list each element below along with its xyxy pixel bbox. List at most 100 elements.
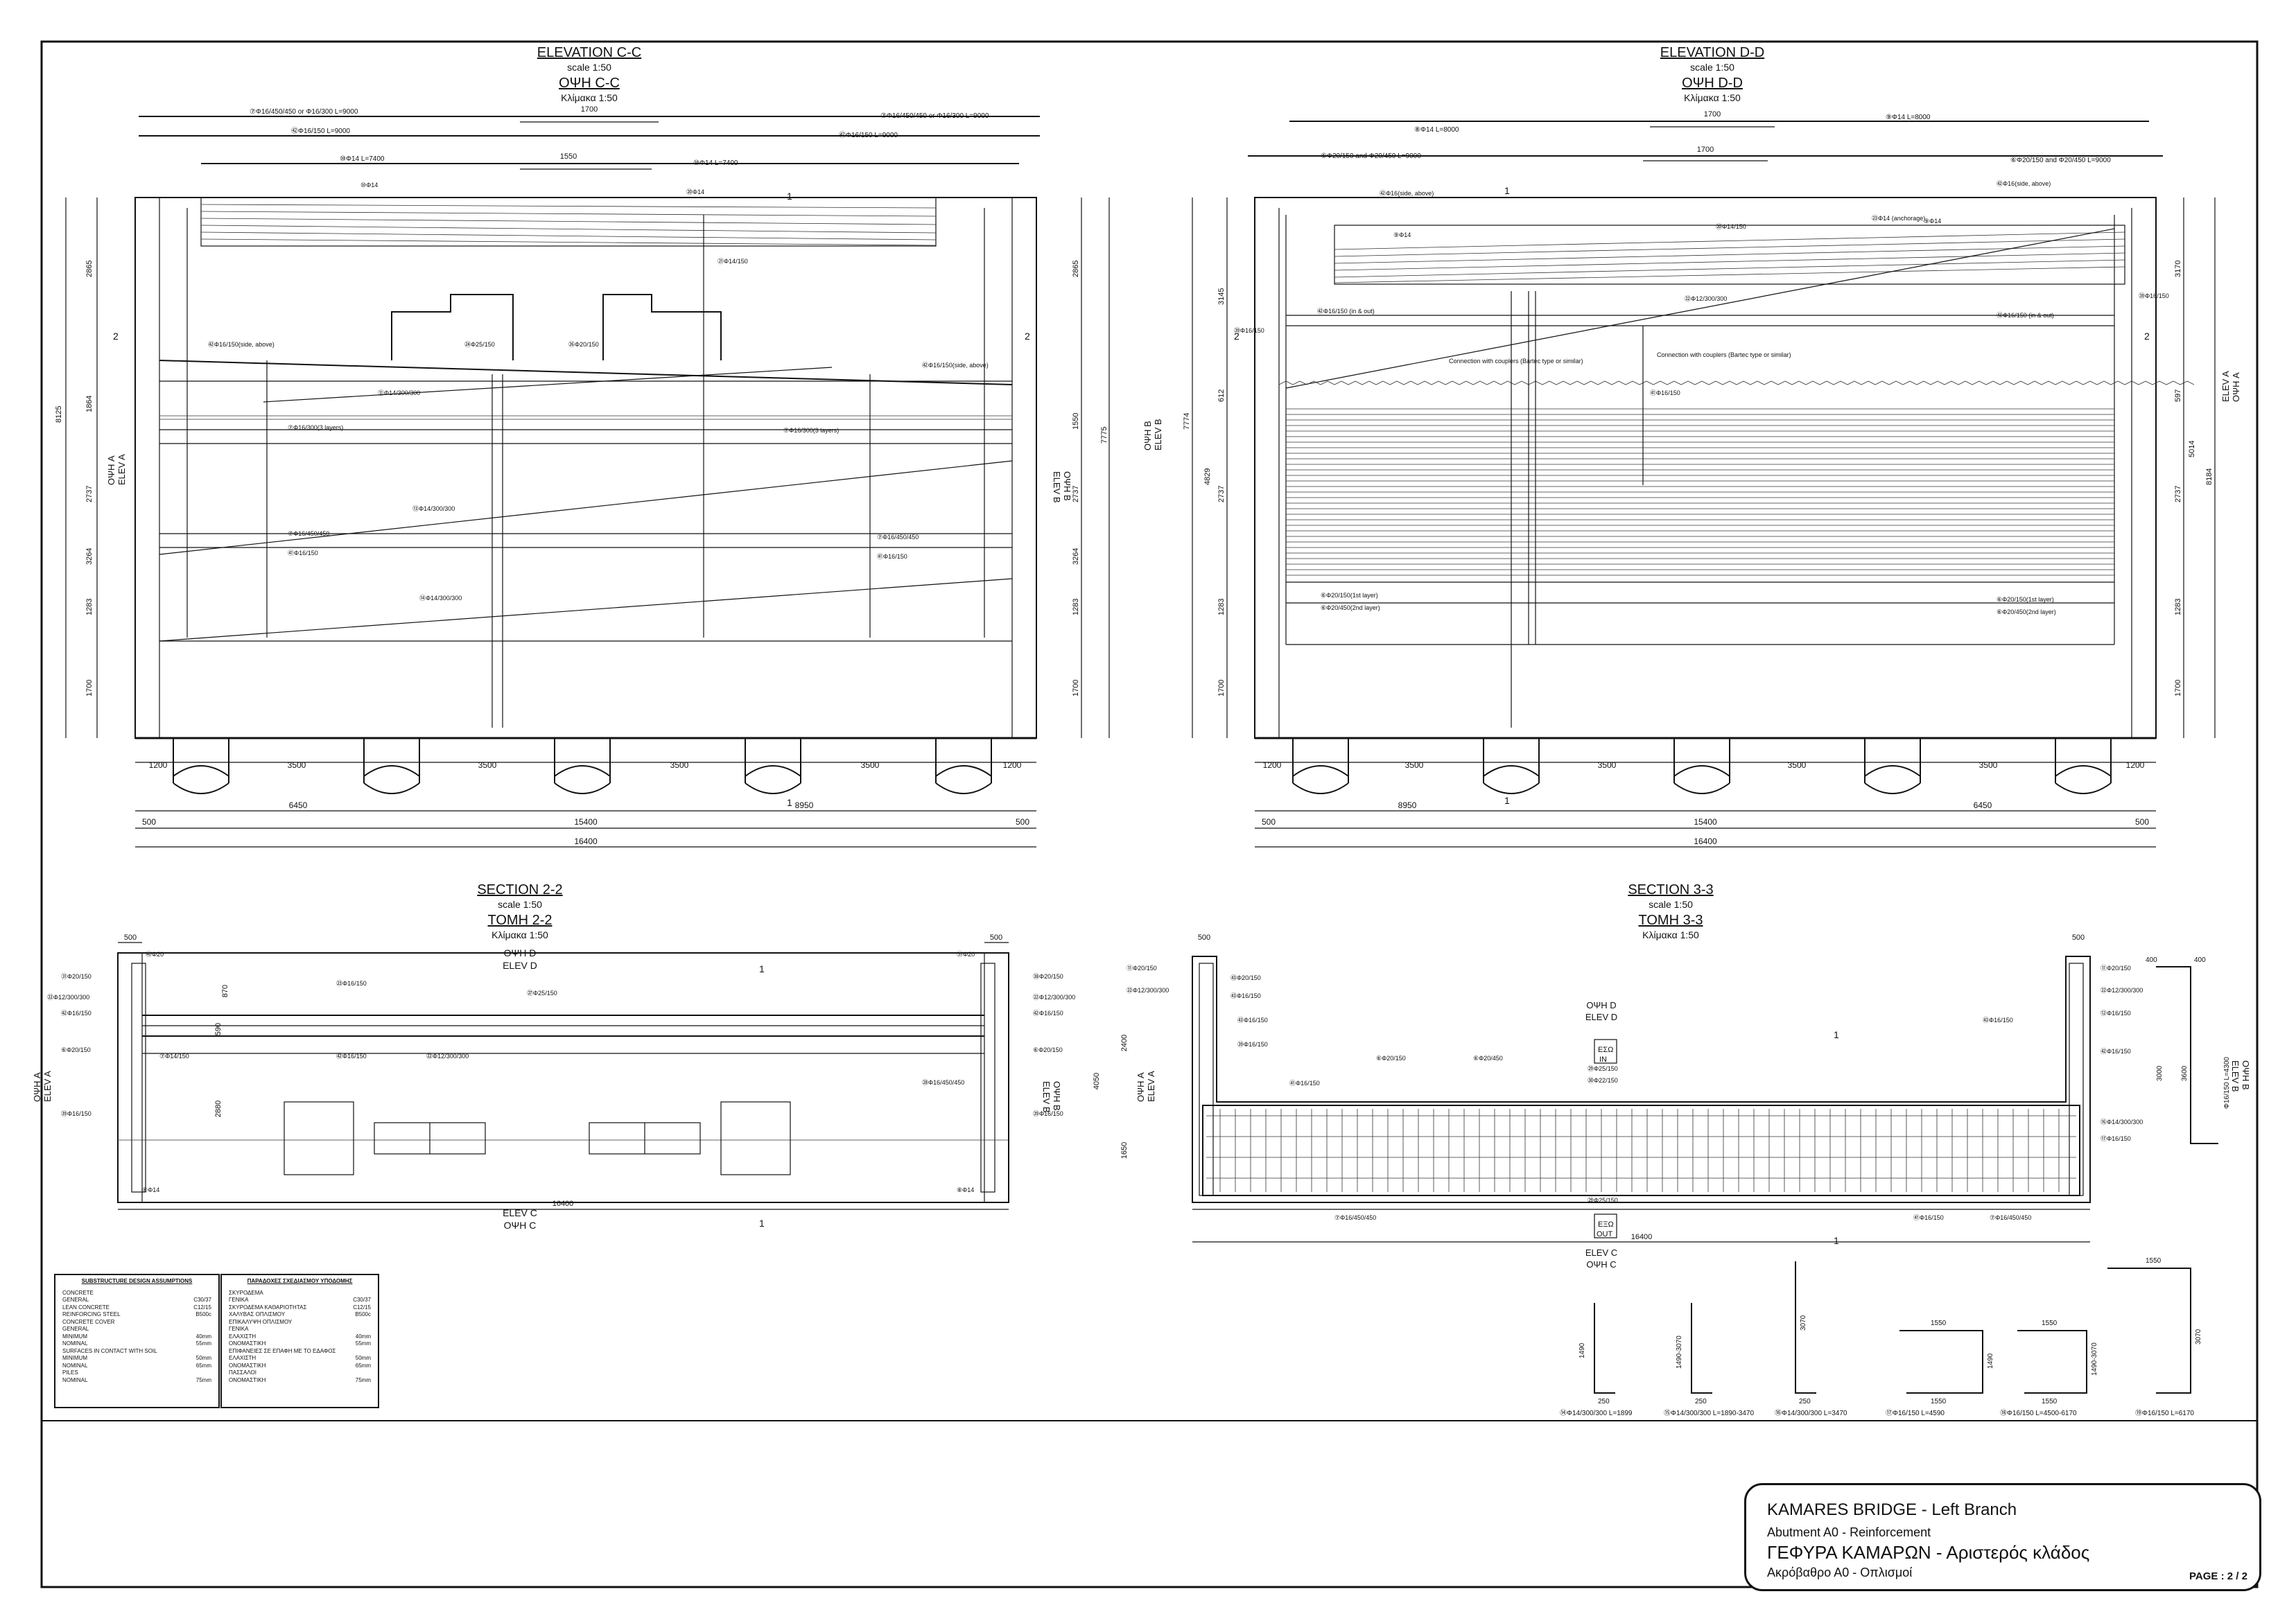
sched-16-dim-1: 3070	[1800, 1315, 1807, 1331]
cc-label-6: ㉖Φ20/150	[568, 341, 599, 348]
sec22-inner-3: ㉗Φ25/150	[527, 990, 557, 997]
note-value: C30/37	[193, 1297, 211, 1303]
sec22-title: SECTION 2-2	[477, 882, 562, 897]
cc-bar-top-2: ㊷Φ16/150 L=9000	[291, 127, 350, 135]
dd-vdim-l2: 612	[1217, 389, 1226, 402]
dd-elev-b-mark2: ELEV B	[1153, 419, 1163, 450]
sheet-border	[40, 40, 2259, 1588]
sched-19-dim-2: 3070	[2195, 1329, 2202, 1344]
sec33-left-2: ㉒Φ12/300/300	[1127, 987, 1169, 994]
page-number: PAGE : 2 / 2	[2189, 1570, 2247, 1582]
sec33-mid-9: ㉙Φ25/150	[1588, 1197, 1618, 1204]
sec33-out: OUT	[1597, 1230, 1613, 1238]
note-value: 40mm	[195, 1333, 211, 1340]
bar-shape-14	[1594, 1303, 1615, 1394]
sec22-left-4: ⑥Φ20/150	[61, 1046, 91, 1053]
dd-span-2: 3500	[1405, 760, 1424, 770]
dd-span-5: 3500	[1979, 760, 1998, 770]
sec22-right-2: ㉒Φ12/300/300	[1033, 994, 1075, 1001]
sec33-mid-1: ㊸Φ20/150	[1230, 974, 1261, 981]
note-key: ΟΝΟΜΑΣΤΙΚΗ	[229, 1362, 266, 1369]
sched-14-dim-1: 1490	[1578, 1342, 1586, 1358]
sec33-dim-1: 500	[1198, 934, 1210, 942]
note-key: SURFACES IN CONTACT WITH SOIL	[62, 1347, 157, 1354]
note-value: C12/15	[193, 1304, 211, 1311]
dd-section-mark-2b: 2	[2144, 331, 2150, 342]
title-line-1: KAMARES BRIDGE - Left Branch	[1767, 1500, 2017, 1519]
sec22-mark-left2: ELEV A	[42, 1071, 53, 1102]
note-value: 55mm	[195, 1340, 211, 1347]
cc-vdim-r1: 2865	[1072, 261, 1080, 277]
dd-total-3: 500	[1262, 817, 1276, 827]
sec33-bend-1: 400	[2146, 956, 2157, 964]
note-value: 50mm	[195, 1355, 211, 1361]
cc-label-7: ㊷Φ16/150(side, above)	[922, 362, 989, 369]
cc-elev-a-mark: ΟΨΗ A	[106, 455, 116, 485]
dd-label-11: ㊴Φ16/150	[2139, 292, 2169, 299]
cc-label-12: ㊶Φ16/150	[288, 550, 318, 557]
sec22-mark-left: ΟΨΗ A	[32, 1072, 42, 1102]
sec33-bend-5: 3000	[2156, 1065, 2164, 1081]
sec33-in: IN	[1599, 1055, 1607, 1064]
cc-vdim-l3: 2737	[85, 486, 94, 502]
cc-elev-b-mark: ELEV B	[1052, 471, 1062, 503]
bar-shape-15	[1691, 1303, 1712, 1394]
note-row: GENERAL	[55, 1326, 218, 1333]
sched-label-15: ⑮Φ14/300/300 L=1890-3470	[1664, 1409, 1754, 1417]
sched-18-dim-3: 1490-3070	[2091, 1342, 2098, 1376]
cc-total-1: 6450	[289, 800, 308, 810]
note-value: C12/15	[353, 1304, 371, 1311]
cc-vdim-l5: 1283	[85, 599, 94, 615]
sec22-dim-2: 500	[990, 934, 1002, 942]
sec33-mark-right2: ΟΨΗ B	[2241, 1060, 2251, 1090]
sched-label-18: ⑱Φ16/150 L=4500-6170	[2000, 1409, 2077, 1417]
dd-vdim-l7: 7774	[1183, 413, 1191, 430]
elevation-dd: ELEVATION D-D scale 1:50 ΟΨΗ D-D Κλίμακα…	[1142, 45, 2241, 848]
note-value: 75mm	[195, 1376, 211, 1383]
dd-bar-top-1: ⑧Φ14 L=8000	[1414, 126, 1459, 134]
cc-vdim-r7: 7775	[1100, 427, 1108, 444]
sec22-dim-5: 590	[214, 1023, 223, 1035]
sec22-scale-gr: Κλίμακα 1:50	[492, 929, 548, 940]
title-line-2: Abutment A0 - Reinforcement	[1767, 1525, 1931, 1539]
cc-vdim-r3: 2737	[1072, 486, 1080, 502]
cc-label-16: ⑭Φ14/300/300	[419, 595, 462, 602]
dd-bar-top-3: ⑥Φ20/150 and Φ20/450 L=9000	[1321, 152, 1421, 160]
dd-elev-b-mark: ΟΨΗ B	[1142, 421, 1153, 450]
dd-vdim-r3: 5014	[2188, 441, 2196, 457]
cc-vdim-l6: 1700	[85, 680, 94, 696]
cc-dim-1550: 1550	[560, 152, 577, 161]
cc-elev-b-mark2: ΟΨΗ B	[1062, 471, 1072, 501]
cc-label-9: ⑦Φ16/300(3 layers)	[288, 424, 343, 431]
dd-label-10: ㊴Φ16/150	[1234, 327, 1264, 334]
sched-label-16: ⑯Φ14/300/300 L=3470	[1775, 1409, 1847, 1417]
elev-dd-title: ELEVATION D-D	[1660, 45, 1764, 60]
sched-17-dim-1: 1550	[1931, 1320, 1947, 1327]
dd-label-12: Connection with couplers (Bartec type or…	[1449, 358, 1583, 365]
sec33-left-3: ㊸Φ16/150	[1237, 1017, 1268, 1024]
elev-cc-scale: scale 1:50	[567, 62, 611, 73]
elev-cc-scale-gr: Κλίμακα 1:50	[561, 92, 618, 103]
sec22-right-5: ㊴Φ16/150	[1033, 1110, 1063, 1117]
sched-16-dim-2: 250	[1799, 1398, 1811, 1405]
dd-elev-a-mark: ELEV A	[2220, 371, 2231, 402]
dd-vdim-r7: 8184	[2205, 468, 2214, 485]
note-value: C30/37	[353, 1297, 371, 1303]
dd-vdim-r5: 1283	[2174, 599, 2182, 615]
cc-label-2: ⑳Φ14	[686, 189, 704, 195]
note-key: ΓΕΝΙΚΑ	[229, 1326, 249, 1332]
dd-vdim-r6: 1700	[2174, 680, 2182, 696]
cc-label-4: ㊷Φ16/150(side, above)	[208, 341, 275, 348]
sec22-right-1: ㊳Φ20/150	[1033, 973, 1063, 980]
note-key: ΠΑΣΣΑΛΟΙ	[229, 1369, 256, 1376]
dd-span-1: 1200	[1263, 760, 1282, 770]
note-key: GENERAL	[62, 1326, 89, 1332]
sec33-exo: ΕΞΩ	[1598, 1220, 1614, 1229]
sec33-dim-3: 16400	[1631, 1233, 1653, 1241]
